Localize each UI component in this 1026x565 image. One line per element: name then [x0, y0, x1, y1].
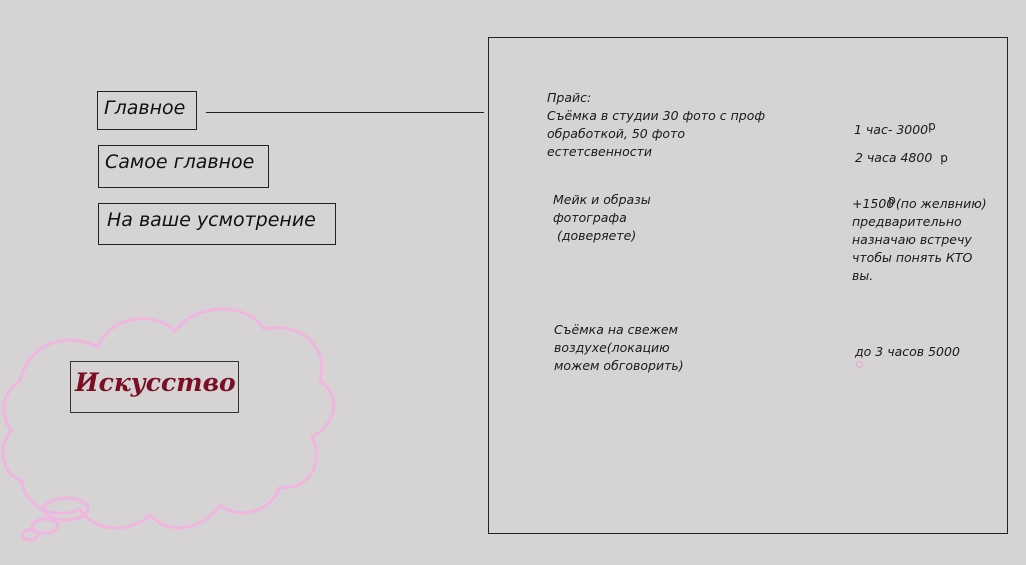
makeup-price: +1500р(по желвнию) предварительно назнач…	[852, 193, 987, 285]
outdoor-description-line: можем обговорить)	[554, 358, 684, 373]
currency-symbol: р	[928, 119, 936, 133]
makeup-price-note: (по желвнию)	[895, 196, 987, 211]
studio-price-two-hours: 2 часа 4800 р	[855, 149, 948, 167]
studio-description-line: Съёмка в студии 30 фото с проф	[547, 108, 766, 123]
nav-item-your-discretion[interactable]: На ваше усмотрение	[98, 203, 336, 245]
thought-cloud-shape	[1, 307, 336, 542]
nav-item-main[interactable]: Главное	[97, 91, 197, 130]
currency-symbol: р	[940, 151, 948, 165]
nav-item-most-important-label: Самое главное	[105, 151, 255, 173]
price-title: Прайс:	[547, 90, 592, 105]
connector-line	[206, 112, 484, 113]
makeup-description-line: Мейк и образы	[553, 192, 651, 207]
makeup-description: Мейк и образы фотографа (доверяете)	[553, 191, 651, 245]
studio-description-line: естетсвенности	[547, 144, 653, 159]
outdoor-description: Съёмка на свежем воздухе(локацию можем о…	[554, 321, 684, 375]
makeup-description-line: фотографа	[553, 210, 627, 225]
makeup-price-line: предварительно	[852, 214, 962, 229]
makeup-price-line: вы.	[852, 268, 874, 283]
makeup-description-line: (доверяете)	[553, 228, 637, 243]
price-panel: Прайс: Съёмка в студии 30 фото с проф об…	[488, 37, 1008, 534]
outdoor-description-line: воздухе(локацию	[554, 340, 670, 355]
outdoor-price: до 3 часов 5000	[855, 343, 960, 368]
nav-item-main-label: Главное	[104, 97, 186, 119]
currency-symbol: р	[888, 193, 896, 207]
outdoor-description-line: Съёмка на свежем	[554, 322, 678, 337]
studio-price-one-hour-value: 1 час- 3000	[854, 122, 929, 137]
makeup-price-line: чтобы понять КТО	[852, 250, 973, 265]
currency-mark-icon	[856, 361, 863, 368]
studio-price-two-hours-value: 2 часа 4800	[855, 150, 933, 165]
studio-description-line: обработкой, 50 фото	[547, 126, 686, 141]
studio-description: Съёмка в студии 30 фото с проф обработко…	[547, 107, 765, 161]
makeup-price-value: +1500	[852, 196, 895, 211]
nav-item-your-discretion-label: На ваше усмотрение	[107, 209, 316, 231]
studio-price-one-hour: 1 час- 3000р	[854, 119, 936, 139]
art-title: Искусство	[75, 368, 236, 397]
makeup-price-line: назначаю встречу	[852, 232, 972, 247]
art-title-box[interactable]: Искусство	[70, 361, 239, 413]
makeup-price-first-line: +1500р(по желвнию)	[852, 193, 987, 213]
outdoor-price-value: до 3 часов 5000	[855, 344, 960, 359]
nav-item-most-important[interactable]: Самое главное	[98, 145, 269, 188]
